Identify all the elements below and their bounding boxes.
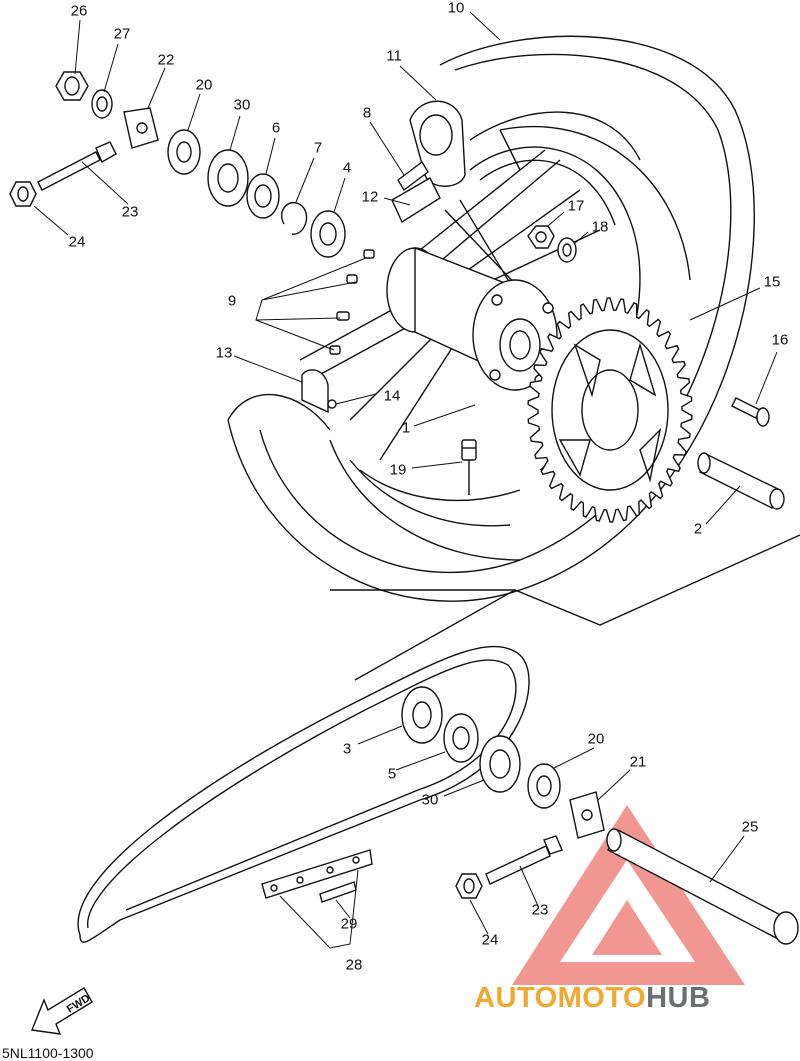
spacer-5	[443, 713, 479, 763]
part-label: 23	[121, 203, 139, 221]
sprocket-nut	[527, 225, 555, 249]
assembly-outline	[330, 534, 800, 681]
part-label: 6	[271, 119, 281, 137]
part-label: 13	[215, 344, 233, 362]
part-label: 25	[741, 818, 759, 836]
part-label: 2	[693, 520, 703, 538]
adjuster-block-22	[123, 107, 159, 149]
fwd-arrow-icon	[31, 987, 93, 1035]
bearing-3	[401, 686, 443, 744]
watermark-logo	[512, 805, 745, 985]
part-label: 17	[567, 197, 585, 215]
chain	[77, 645, 530, 943]
part-label: 4	[342, 159, 352, 177]
collar-20-b	[527, 763, 561, 809]
part-label: 28	[345, 956, 363, 974]
sprocket	[527, 297, 693, 523]
rim-band	[391, 160, 441, 224]
nut-24-b	[455, 873, 483, 899]
part-label: 30	[421, 791, 439, 809]
washer-27	[91, 89, 113, 119]
oil-seal-30-b	[479, 735, 521, 793]
part-label: 3	[342, 740, 352, 758]
oil-seal-30	[207, 149, 249, 207]
part-label: 24	[68, 233, 86, 251]
hub	[386, 246, 558, 391]
spoke-nipples	[329, 249, 375, 355]
part-label: 18	[591, 218, 609, 236]
watermark-hub: HUB	[646, 982, 711, 1014]
part-label: 29	[340, 915, 358, 933]
part-label: 22	[157, 51, 175, 69]
circlip-7	[281, 201, 308, 235]
sprocket-bolt	[731, 397, 770, 427]
part-label: 5	[387, 765, 397, 783]
adjust-bolt-23	[37, 141, 117, 191]
part-label: 10	[447, 0, 465, 17]
wheel-axle-25	[606, 828, 799, 945]
part-label: 12	[361, 188, 379, 206]
adjuster-block-21	[569, 791, 605, 839]
nut-26	[55, 71, 89, 101]
part-label: 7	[313, 139, 323, 157]
bearing-4	[310, 210, 346, 258]
diagram-code: 5NL1100-1300	[2, 1045, 94, 1061]
part-label: 15	[763, 273, 781, 291]
tire	[227, 35, 755, 602]
part-label: 14	[383, 387, 401, 405]
lock-washer	[557, 237, 577, 263]
part-label: 24	[481, 931, 499, 949]
collar	[697, 452, 785, 510]
watermark: AUTOMOTOHUB	[474, 982, 710, 1015]
part-label: 19	[389, 461, 407, 479]
part-label: 8	[362, 104, 372, 122]
part-label: 9	[227, 292, 237, 310]
part-label: 23	[531, 901, 549, 919]
adjust-bolt-23-b	[485, 835, 563, 885]
chain-joint-28	[261, 849, 373, 899]
collar-20	[167, 129, 201, 175]
part-label: 11	[386, 47, 402, 65]
rim-lock	[301, 369, 337, 414]
part-label: 30	[233, 96, 251, 114]
part-label: 27	[113, 25, 131, 43]
clip-29	[319, 881, 357, 903]
nut-24	[9, 181, 37, 207]
part-label: 20	[587, 730, 605, 748]
part-label: 1	[401, 419, 411, 437]
watermark-auto: AUTO	[474, 982, 558, 1014]
leader-lines	[33, 11, 778, 949]
part-label: 21	[629, 753, 647, 771]
watermark-moto: MOTO	[557, 982, 647, 1014]
part-label: 16	[771, 331, 789, 349]
valve-cap	[461, 439, 477, 495]
part-label: 26	[70, 2, 88, 20]
part-label: 20	[195, 76, 213, 94]
bearing-6	[246, 173, 280, 219]
